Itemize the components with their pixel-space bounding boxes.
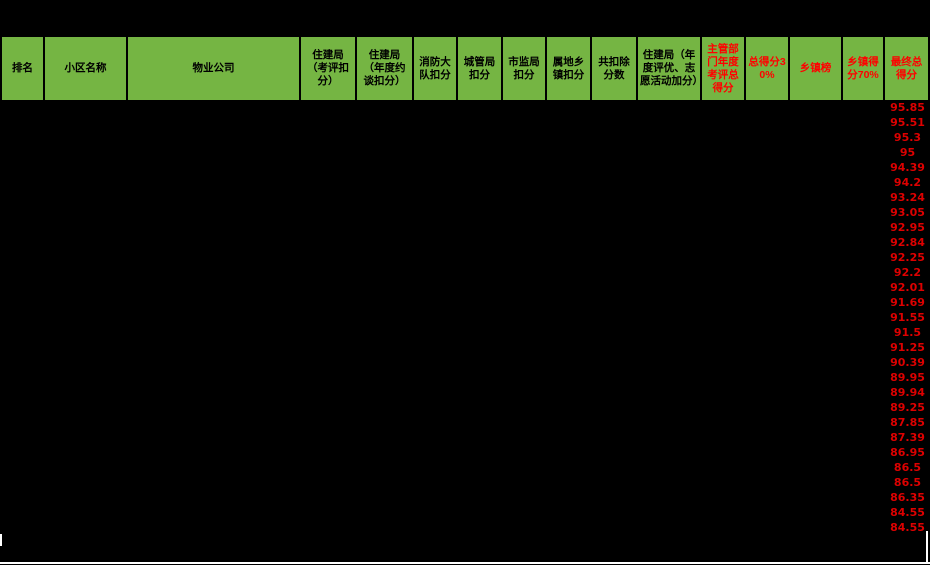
- col-header-construction-bureau-annual-interview-deduction[interactable]: 住建局（年度约谈扣分）: [357, 37, 414, 100]
- final-score-cell[interactable]: 92.25: [890, 251, 925, 264]
- col-header-construction-bureau-bonus-points-label: 住建局（年度评优、志愿活动加分）: [640, 49, 702, 87]
- final-score-cell[interactable]: 95.51: [890, 116, 925, 129]
- gridline-bottom: [0, 562, 930, 564]
- final-score-cell[interactable]: 94.2: [893, 176, 922, 189]
- final-score-cell[interactable]: 92.2: [893, 266, 922, 279]
- final-total-score-column: 95.85 95.51 95.3 95 94.39 94.2 93.24 93.…: [885, 100, 930, 535]
- col-header-urban-mgmt-bureau-deduction-label: 城管局扣分: [463, 55, 496, 81]
- col-header-total-deducted-points[interactable]: 共扣除分数: [592, 37, 638, 100]
- col-header-township-deduction[interactable]: 属地乡镇扣分: [547, 37, 592, 100]
- col-header-final-total-score-label: 最终总得分: [890, 55, 923, 81]
- final-score-cell[interactable]: 89.95: [890, 371, 925, 384]
- final-score-cell[interactable]: 92.01: [890, 281, 925, 294]
- final-score-cell[interactable]: 95.3: [893, 131, 922, 144]
- col-header-dept-annual-review-total-score[interactable]: 主管部门年度考评总得分: [702, 37, 746, 100]
- final-score-cell[interactable]: 95.85: [890, 101, 925, 114]
- final-score-cell[interactable]: 89.25: [890, 401, 925, 414]
- final-score-cell[interactable]: 86.35: [890, 491, 925, 504]
- final-score-cell[interactable]: 91.69: [890, 296, 925, 309]
- col-header-community-name-label: 小区名称: [64, 62, 107, 74]
- final-score-cell[interactable]: 90.39: [890, 356, 925, 369]
- col-header-property-company-label: 物业公司: [192, 62, 235, 74]
- final-score-cell[interactable]: 86.5: [893, 476, 922, 489]
- final-score-cell[interactable]: 84.55: [890, 521, 925, 534]
- final-score-cell[interactable]: 87.85: [890, 416, 925, 429]
- col-header-rank[interactable]: 排名: [0, 37, 45, 100]
- gridline-right: [926, 531, 928, 563]
- final-score-cell[interactable]: 94.39: [890, 161, 925, 174]
- col-header-fire-brigade-deduction[interactable]: 消防大队扣分: [414, 37, 458, 100]
- col-header-construction-bureau-review-deduction[interactable]: 住建局（考评扣分）: [301, 37, 357, 100]
- final-score-cell[interactable]: 92.84: [890, 236, 925, 249]
- final-score-cell[interactable]: 93.24: [890, 191, 925, 204]
- final-score-cell[interactable]: 84.55: [890, 506, 925, 519]
- col-header-fire-brigade-deduction-label: 消防大队扣分: [419, 55, 451, 81]
- col-header-market-supervision-bureau-deduction-label: 市监局扣分: [508, 55, 540, 81]
- col-header-construction-bureau-annual-interview-deduction-label: 住建局（年度约谈扣分）: [363, 49, 406, 87]
- col-header-rank-label: 排名: [12, 62, 33, 74]
- col-header-township-list-label: 乡镇榜: [799, 62, 832, 74]
- table-header-row: 排名 小区名称 物业公司 住建局（考评扣分） 住建局（年度约谈扣分） 消防大队扣…: [0, 37, 930, 100]
- col-header-final-total-score[interactable]: 最终总得分: [885, 37, 930, 100]
- col-header-urban-mgmt-bureau-deduction[interactable]: 城管局扣分: [458, 37, 503, 100]
- col-header-township-score-70pct[interactable]: 乡镇得分70%: [843, 37, 885, 100]
- col-header-total-score-30pct-label: 总得分30%: [748, 55, 786, 81]
- col-header-total-score-30pct[interactable]: 总得分30%: [746, 37, 790, 100]
- final-score-cell[interactable]: 86.5: [893, 461, 922, 474]
- col-header-township-score-70pct-label: 乡镇得分70%: [847, 55, 879, 81]
- final-score-cell[interactable]: 91.5: [893, 326, 922, 339]
- final-score-cell[interactable]: 93.05: [890, 206, 925, 219]
- final-score-cell[interactable]: 89.94: [890, 386, 925, 399]
- final-score-cell[interactable]: 86.95: [890, 446, 925, 459]
- final-score-cell[interactable]: 92.95: [890, 221, 925, 234]
- final-score-cell[interactable]: 91.25: [890, 341, 925, 354]
- col-header-market-supervision-bureau-deduction[interactable]: 市监局扣分: [503, 37, 547, 100]
- final-score-cell[interactable]: 91.55: [890, 311, 925, 324]
- col-header-dept-annual-review-total-score-label: 主管部门年度考评总得分: [707, 42, 739, 94]
- col-header-township-deduction-label: 属地乡镇扣分: [552, 55, 585, 81]
- final-score-cell[interactable]: 87.39: [890, 431, 925, 444]
- col-header-construction-bureau-review-deduction-label: 住建局（考评扣分）: [307, 49, 349, 87]
- final-score-cell[interactable]: 95: [899, 146, 916, 159]
- gridline-left: [0, 534, 2, 546]
- col-header-construction-bureau-bonus-points[interactable]: 住建局（年度评优、志愿活动加分）: [638, 37, 702, 100]
- col-header-property-company[interactable]: 物业公司: [128, 37, 301, 100]
- redacted-table-body: [0, 100, 930, 563]
- col-header-township-list[interactable]: 乡镇榜: [790, 37, 843, 100]
- col-header-total-deducted-points-label: 共扣除分数: [598, 55, 630, 81]
- col-header-community-name[interactable]: 小区名称: [45, 37, 128, 100]
